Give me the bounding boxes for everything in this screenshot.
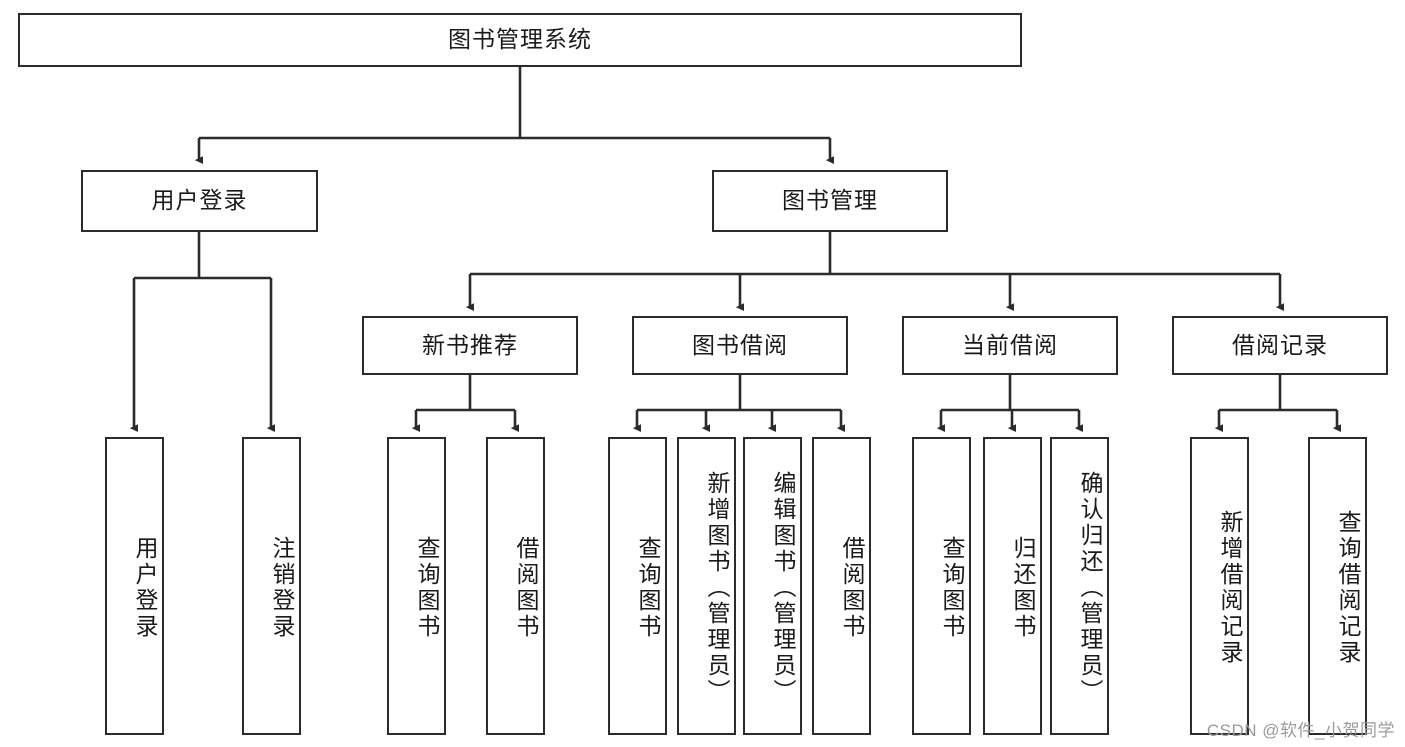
node-current-borrow[interactable]: 当前借阅 <box>902 316 1118 375</box>
node-leaf-return-book[interactable]: 归还图书 <box>983 437 1042 735</box>
node-book-borrow-label: 图书借阅 <box>692 331 788 358</box>
node-user-login-label: 用户登录 <box>151 187 248 214</box>
node-book-borrow[interactable]: 图书借阅 <box>632 316 848 375</box>
node-leaf-edit-book[interactable]: 编辑图书（管理员） <box>743 437 802 735</box>
node-leaf-user-logout-label: 注销登录 <box>269 536 295 640</box>
node-leaf-user-login[interactable]: 用户登录 <box>105 437 164 735</box>
node-leaf-query-book-rec-label: 查询图书 <box>414 536 440 640</box>
node-book-manage-label: 图书管理 <box>782 187 878 214</box>
node-new-book-rec-label: 新书推荐 <box>422 331 518 358</box>
node-root[interactable]: 图书管理系统 <box>18 13 1022 67</box>
node-leaf-query-book-rec[interactable]: 查询图书 <box>387 437 446 735</box>
node-new-book-rec[interactable]: 新书推荐 <box>362 316 578 375</box>
node-leaf-add-book-label: 新增图书（管理员） <box>704 471 730 705</box>
node-borrow-record-label: 借阅记录 <box>1232 331 1328 358</box>
csdn-watermark: CSDN @软件_小贺同学 <box>1206 721 1395 740</box>
node-leaf-confirm-return[interactable]: 确认归还（管理员） <box>1050 437 1109 735</box>
node-leaf-query-book-cur-label: 查询图书 <box>939 536 965 640</box>
node-leaf-add-record[interactable]: 新增借阅记录 <box>1190 437 1249 735</box>
node-leaf-confirm-return-label: 确认归还（管理员） <box>1077 471 1103 705</box>
node-leaf-return-book-label: 归还图书 <box>1010 536 1036 640</box>
node-leaf-borrow-book-rec[interactable]: 借阅图书 <box>486 437 545 735</box>
node-leaf-query-book-brw[interactable]: 查询图书 <box>608 437 667 735</box>
node-leaf-user-login-label: 用户登录 <box>132 536 158 640</box>
node-root-label: 图书管理系统 <box>448 26 592 53</box>
node-leaf-borrow-book-rec-label: 借阅图书 <box>513 536 539 640</box>
node-user-login[interactable]: 用户登录 <box>81 170 318 232</box>
node-current-borrow-label: 当前借阅 <box>962 331 1058 358</box>
node-leaf-query-record[interactable]: 查询借阅记录 <box>1308 437 1367 735</box>
node-leaf-add-record-label: 新增借阅记录 <box>1217 510 1243 666</box>
node-leaf-query-book-brw-label: 查询图书 <box>635 536 661 640</box>
node-leaf-query-book-cur[interactable]: 查询图书 <box>912 437 971 735</box>
node-leaf-edit-book-label: 编辑图书（管理员） <box>770 471 796 705</box>
node-leaf-query-record-label: 查询借阅记录 <box>1335 510 1361 666</box>
node-leaf-add-book[interactable]: 新增图书（管理员） <box>677 437 736 735</box>
node-leaf-borrow-book-brw[interactable]: 借阅图书 <box>812 437 871 735</box>
node-leaf-user-logout[interactable]: 注销登录 <box>242 437 301 735</box>
node-borrow-record[interactable]: 借阅记录 <box>1172 316 1388 375</box>
node-book-manage[interactable]: 图书管理 <box>712 170 948 232</box>
node-leaf-borrow-book-brw-label: 借阅图书 <box>839 536 865 640</box>
